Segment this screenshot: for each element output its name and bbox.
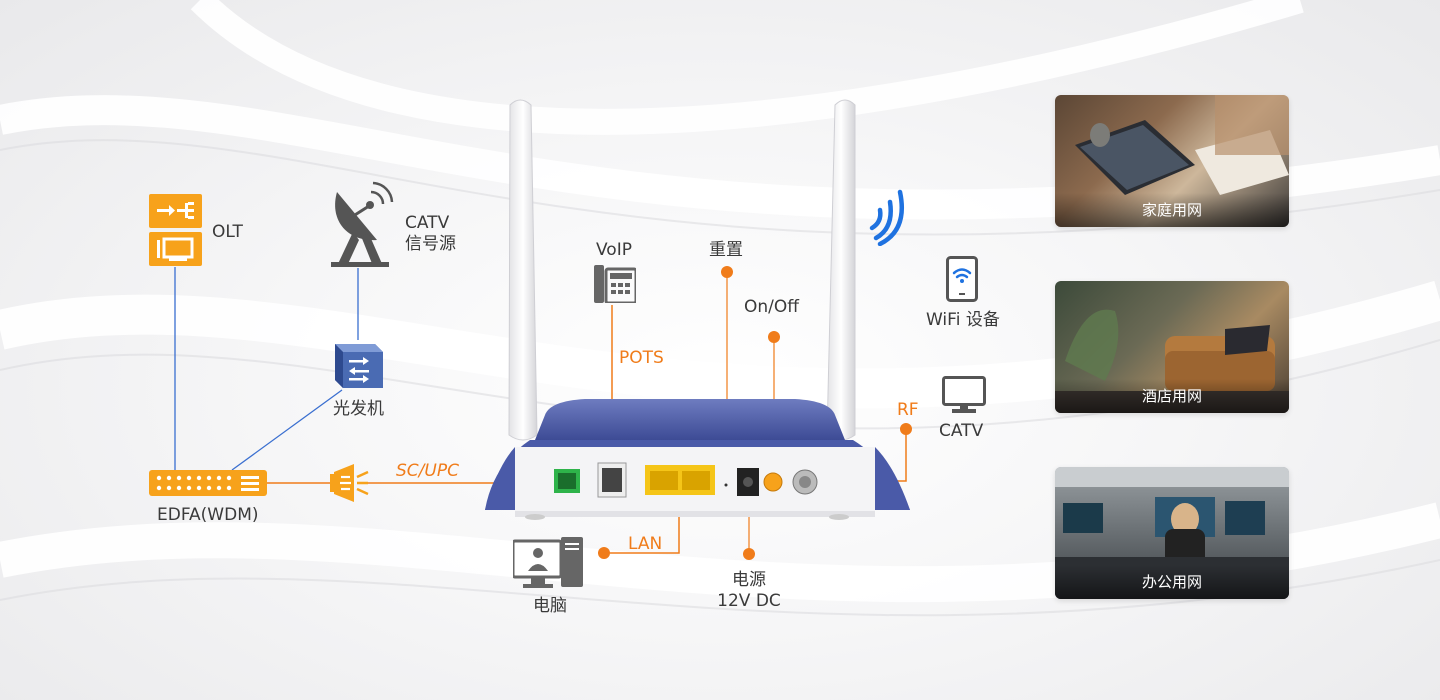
office-network-card[interactable]: 办公用网: [1055, 467, 1289, 599]
tablet-wifi-icon: [946, 256, 978, 302]
catv-label: CATV: [939, 421, 984, 441]
reset-dot: [721, 266, 733, 278]
home-laptop-photo-icon: [1075, 95, 1289, 195]
hotel-network-label: 酒店用网: [1055, 379, 1289, 413]
home-network-label: 家庭用网: [1055, 193, 1289, 227]
reset-label: 重置: [709, 240, 743, 260]
sc-upc-label: SC/UPC: [396, 461, 459, 481]
power-label: 电源 12V DC: [713, 570, 785, 613]
catv-source-line1: CATV: [405, 213, 450, 233]
onoff-dot: [768, 331, 780, 343]
tv-icon: [942, 376, 986, 413]
catv-source-label: CATV 信号源: [405, 213, 456, 256]
transmitter-label: 光发机: [333, 399, 384, 419]
computer-icon: [513, 537, 583, 588]
wifi-waves-icon: [869, 189, 905, 246]
power-line1: 电源: [732, 570, 766, 590]
transmitter-edfa-line: [231, 389, 343, 471]
catv-source-line2: 信号源: [405, 234, 456, 255]
telephone-icon: [594, 265, 636, 303]
rf-dot: [900, 423, 912, 435]
power-dot: [743, 548, 755, 560]
pots-label: POTS: [619, 348, 664, 368]
satellite-dish-icon: [331, 181, 394, 267]
olt-label: OLT: [212, 222, 243, 242]
lan-label: LAN: [628, 534, 663, 554]
onoff-label: On/Off: [744, 297, 799, 317]
attenuator-icon: [330, 464, 369, 502]
voip-label: VoIP: [596, 240, 632, 260]
pc-label: 电脑: [533, 596, 567, 616]
lan-dot: [598, 547, 610, 559]
onu-router-icon: [485, 99, 910, 520]
home-network-card[interactable]: 家庭用网: [1055, 95, 1289, 227]
olt-icon: [149, 194, 202, 266]
edfa-label: EDFA(WDM): [157, 505, 259, 525]
hotel-network-card[interactable]: 酒店用网: [1055, 281, 1289, 413]
power-line2: 12V DC: [717, 591, 781, 612]
edfa-icon: [149, 470, 267, 496]
optical-transmitter-icon: [335, 344, 383, 388]
wifi-device-label: WiFi 设备: [926, 310, 1000, 330]
rf-label: RF: [897, 400, 919, 420]
office-network-label: 办公用网: [1055, 565, 1289, 599]
